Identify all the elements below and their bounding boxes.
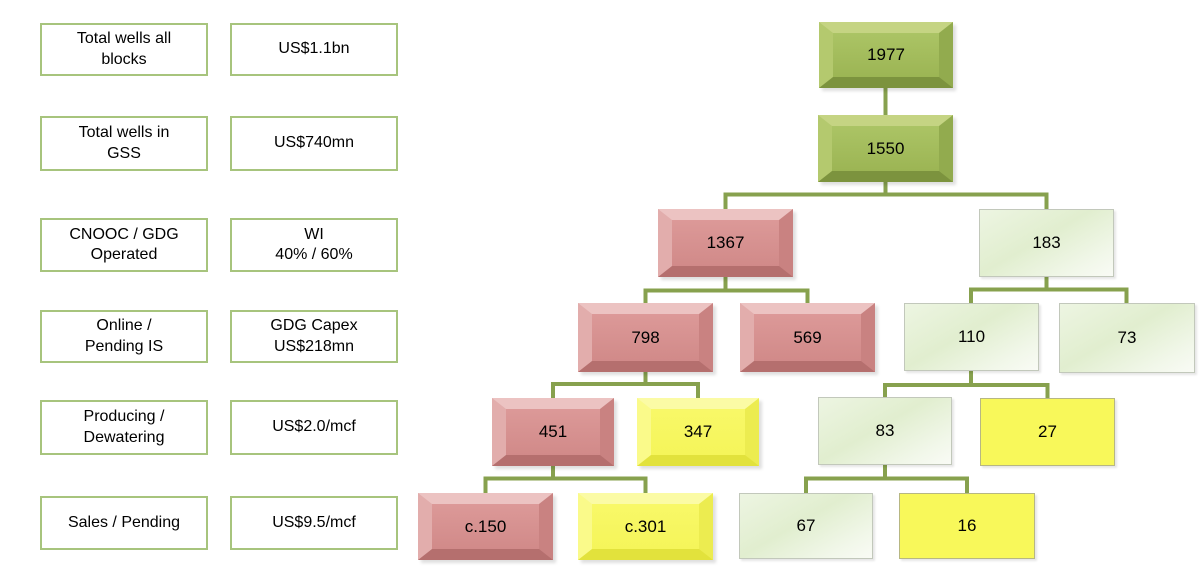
metric-label-box: CNOOC / GDG Operated	[40, 218, 208, 272]
tree-node-1550: 1550	[818, 115, 953, 182]
metric-label-box: Online / Pending IS	[40, 310, 208, 363]
tree-node-73: 73	[1059, 303, 1195, 373]
tree-node-1367: 1367	[658, 209, 793, 277]
metric-value-box: US$740mn	[230, 116, 398, 171]
tree-node-27: 27	[980, 398, 1115, 466]
tree-node-67: 67	[739, 493, 873, 559]
tree-node-347: 347	[637, 398, 759, 466]
metric-label-box: Sales / Pending	[40, 496, 208, 550]
tree-node-c150: c.150	[418, 493, 553, 560]
tree-node-83: 83	[818, 397, 952, 465]
metric-value-box: WI 40% / 60%	[230, 218, 398, 272]
metric-label-box: Total wells all blocks	[40, 23, 208, 76]
tree-node-798: 798	[578, 303, 713, 372]
metric-value-box: US$9.5/mcf	[230, 496, 398, 550]
tree-node-110: 110	[904, 303, 1039, 371]
metric-value-box: US$1.1bn	[230, 23, 398, 76]
tree-node-451: 451	[492, 398, 614, 466]
tree-node-16: 16	[899, 493, 1035, 559]
metric-value-box: GDG Capex US$218mn	[230, 310, 398, 363]
tree-node-569: 569	[740, 303, 875, 372]
tree-node-c301: c.301	[578, 493, 713, 560]
tree-node-183: 183	[979, 209, 1114, 277]
metric-label-box: Producing / Dewatering	[40, 400, 208, 455]
metric-value-box: US$2.0/mcf	[230, 400, 398, 455]
metric-label-box: Total wells in GSS	[40, 116, 208, 171]
tree-node-1977: 1977	[819, 22, 953, 88]
